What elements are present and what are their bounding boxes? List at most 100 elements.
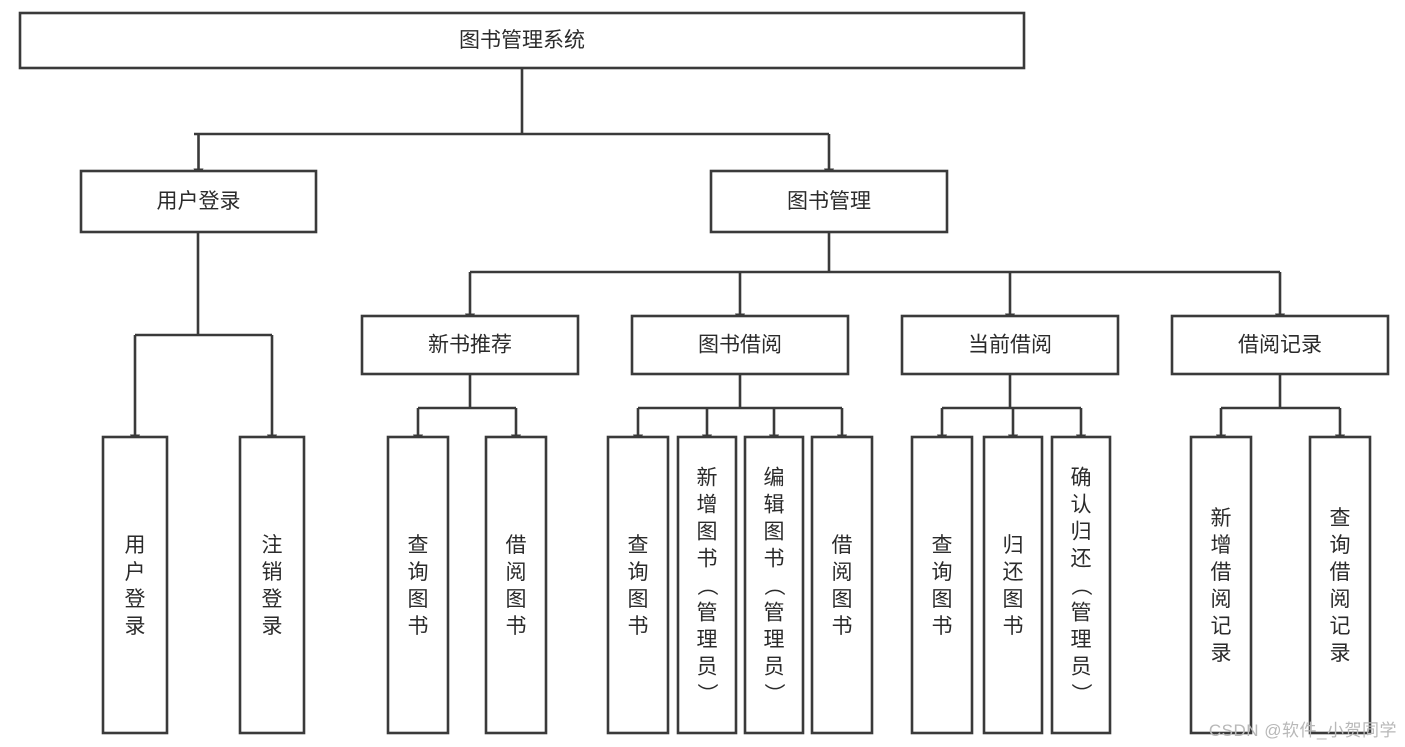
leaf-group0-1-label-char: 阅 — [506, 561, 527, 584]
leaf-group1-1-label-char: ） — [695, 683, 718, 704]
leaf-group3-0-label-char: 阅 — [1211, 588, 1232, 611]
leaf-group1-3-label-char: 图 — [832, 588, 853, 611]
leaf-group2-2-label-char: 员 — [1071, 656, 1092, 679]
leaf-user-login-1-box — [238, 435, 306, 735]
leaf-user-login-1-label-char: 登 — [262, 588, 283, 611]
leaf-group2-2-label-char: 认 — [1071, 494, 1092, 517]
leaf-group2-2-label-char: ） — [1069, 683, 1092, 704]
leaf-group1-2-label-char: 编 — [764, 467, 785, 490]
leaf-group2-1-label-char: 图 — [1003, 588, 1024, 611]
leaf-user-login-1-label-char: 录 — [262, 615, 283, 638]
level3-node-1-box — [630, 314, 850, 376]
leaf-user-login-0[interactable]: 用户登录 — [101, 435, 169, 735]
leaf-group1-0-label-char: 书 — [628, 615, 649, 638]
leaf-group1-2-label-char: 员 — [764, 656, 785, 679]
leaf-group0-1-box — [484, 435, 548, 735]
leaf-group3-0-box — [1189, 435, 1253, 735]
leaf-group3-0-label-char: 借 — [1211, 561, 1232, 584]
leaf-group1-1-box — [676, 435, 738, 735]
level2-node-user-login[interactable]: 用户登录 — [79, 169, 318, 234]
leaf-group1-1-label-char: 管 — [697, 602, 718, 625]
level3-node-1[interactable]: 图书借阅 — [630, 314, 850, 376]
leaf-group1-2-label-char: 辑 — [764, 494, 785, 517]
root-node-book-management-system[interactable]: 图书管理系统 — [18, 11, 1026, 70]
node-layer: 图书管理系统用户登录图书管理用户登录注销登录新书推荐查询图书借阅图书图书借阅查询… — [18, 11, 1390, 735]
level2-node-book-management-box — [709, 169, 949, 234]
leaf-group2-2-label-char: 管 — [1071, 602, 1092, 625]
leaf-group1-3-label-char: 借 — [832, 534, 853, 557]
leaf-user-login-1-label-char: 注 — [262, 534, 283, 557]
leaf-group2-1-label-char: 还 — [1003, 561, 1024, 584]
leaf-group2-2-label-char: （ — [1069, 575, 1092, 596]
leaf-group0-0-label-char: 图 — [408, 588, 429, 611]
root-node-book-management-system-label: 图书管理系统 — [459, 29, 585, 52]
level3-node-3[interactable]: 借阅记录 — [1170, 314, 1390, 376]
leaf-user-login-0-label-char: 用 — [125, 534, 146, 557]
level2-node-user-login-label: 用户登录 — [157, 190, 241, 213]
leaf-group3-1-label-char: 查 — [1330, 507, 1351, 530]
leaf-group1-1-label-char: 新 — [697, 467, 718, 490]
leaf-group1-0-label-char: 询 — [628, 561, 649, 584]
level2-node-book-management[interactable]: 图书管理 — [709, 169, 949, 234]
leaf-group2-2-label-char: 理 — [1071, 629, 1092, 652]
leaf-user-login-0-label-char: 户 — [125, 561, 146, 584]
leaf-group2-2-label-char: 还 — [1071, 548, 1092, 571]
leaf-user-login-1-label-char: 销 — [262, 561, 283, 584]
level3-node-2-box — [900, 314, 1120, 376]
level3-node-0-box — [360, 314, 580, 376]
leaf-group0-1-label-char: 图 — [506, 588, 527, 611]
level3-node-2[interactable]: 当前借阅 — [900, 314, 1120, 376]
leaf-group1-2-label-char: 理 — [764, 629, 785, 652]
leaf-group1-2-label-char: 书 — [764, 548, 785, 571]
leaf-group1-3-label-char: 书 — [832, 615, 853, 638]
connector-layer — [130, 68, 1345, 446]
leaf-user-login-0-label-char: 录 — [125, 615, 146, 638]
leaf-group1-2-label-char: （ — [762, 575, 785, 596]
leaf-group3-1-label-char: 借 — [1330, 561, 1351, 584]
leaf-group0-1-label-char: 借 — [506, 534, 527, 557]
leaf-group2-0-label-char: 书 — [932, 615, 953, 638]
level3-node-3-box — [1170, 314, 1390, 376]
leaf-group3-1-label-char: 询 — [1330, 534, 1351, 557]
leaf-group3-1-label-char: 记 — [1330, 615, 1351, 638]
leaf-group1-0-label-char: 查 — [628, 534, 649, 557]
level2-node-book-management-label: 图书管理 — [787, 190, 871, 213]
level3-node-0[interactable]: 新书推荐 — [360, 314, 580, 376]
leaf-group1-1-label-char: 员 — [697, 656, 718, 679]
leaf-group2-2-label-char: 确 — [1071, 467, 1092, 490]
leaf-group3-1-label-char: 阅 — [1330, 588, 1351, 611]
leaf-group2-0-label-char: 图 — [932, 588, 953, 611]
leaf-group1-3-box — [810, 435, 874, 735]
leaf-group2-2-label-char: 归 — [1071, 521, 1092, 544]
leaf-group1-1-label-char: （ — [695, 575, 718, 596]
leaf-group0-0-label-char: 书 — [408, 615, 429, 638]
leaf-group2-2-box — [1050, 435, 1112, 735]
root-node-book-management-system-box — [18, 11, 1026, 70]
leaf-group2-1-box — [982, 435, 1044, 735]
leaf-group0-0-box — [386, 435, 450, 735]
leaf-group1-3-label-char: 阅 — [832, 561, 853, 584]
leaf-group1-0-label-char: 图 — [628, 588, 649, 611]
leaf-group3-0-label-char: 记 — [1211, 615, 1232, 638]
leaf-group0-0-label-char: 询 — [408, 561, 429, 584]
leaf-group2-1-label-char: 归 — [1003, 534, 1024, 557]
level2-node-user-login-box — [79, 169, 318, 234]
level3-node-0-label: 新书推荐 — [428, 334, 512, 357]
level3-node-1-label: 图书借阅 — [698, 334, 782, 357]
leaf-user-login-0-label-char: 登 — [125, 588, 146, 611]
leaf-user-login-0-box — [101, 435, 169, 735]
leaf-group2-0-label-char: 查 — [932, 534, 953, 557]
